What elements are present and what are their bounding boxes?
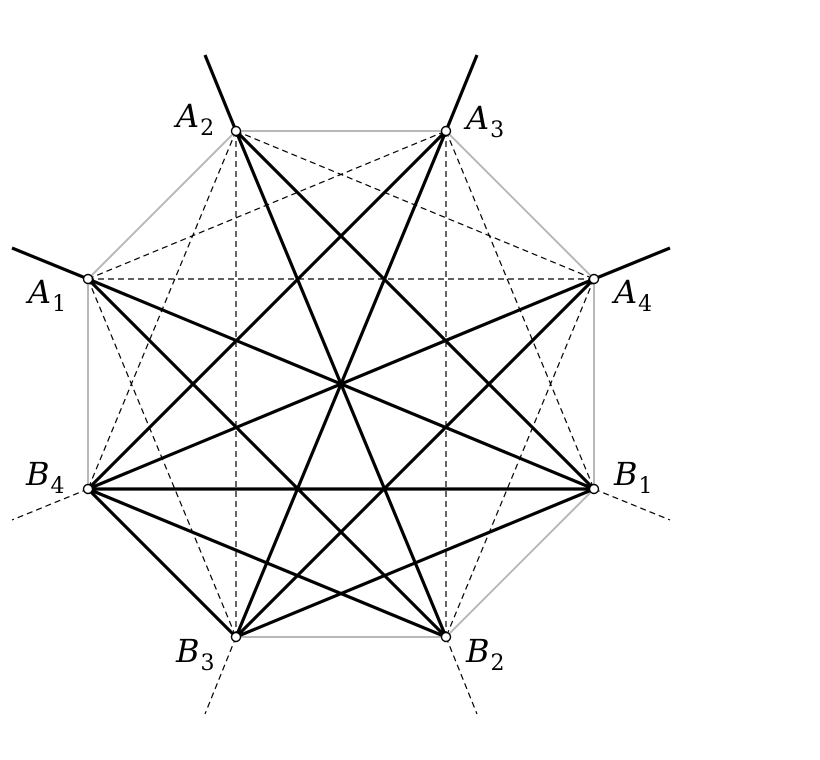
- vertex-label-letter: A: [611, 273, 637, 311]
- dashed-ray-b2: [445, 636, 478, 715]
- vertex-label-letter: A: [25, 273, 51, 311]
- vertex-label-a1: A1: [25, 273, 66, 317]
- vertex-label-a4: A4: [611, 273, 652, 317]
- thick-ray-a1: [11, 246, 89, 281]
- thick-ray-a4: [593, 246, 671, 281]
- thick-line-a2-b1: [234, 129, 596, 491]
- vertex-label-subscript: 4: [638, 292, 652, 317]
- vertex-label-subscript: 3: [201, 651, 215, 676]
- dashed-ray-b4: [11, 488, 89, 521]
- thick-line-b3-b4: [86, 487, 238, 639]
- vertex-label-letter: B: [175, 632, 200, 670]
- dashed-ray-b1: [593, 488, 671, 521]
- thick-ray-a2: [203, 54, 238, 132]
- vertex-label-subscript: 3: [490, 118, 504, 143]
- vertex-label-b1: B1: [613, 455, 653, 499]
- vertex-marker-a2: [230, 125, 242, 137]
- thick-line-b1-b3: [234, 487, 596, 639]
- thick-lines-layer: [11, 54, 671, 639]
- vertex-label-letter: B: [613, 455, 638, 493]
- thick-line-b2-b4: [86, 487, 448, 639]
- thick-ray-a3: [444, 54, 479, 132]
- vertex-label-subscript: 1: [52, 292, 66, 317]
- thick-line-a4-b4: [86, 277, 596, 491]
- vertex-label-subscript: 2: [200, 116, 214, 141]
- vertex-label-b2: B2: [465, 632, 505, 676]
- thick-line-a4-b3: [234, 277, 596, 639]
- vertex-label-letter: A: [463, 99, 489, 137]
- vertex-label-subscript: 1: [639, 474, 653, 499]
- thick-line-a1-b2: [86, 277, 448, 639]
- vertex-marker-a3: [440, 125, 452, 137]
- vertex-label-subscript: 4: [51, 474, 65, 499]
- vertex-label-a2: A2: [173, 97, 214, 141]
- dashed-ray-b3: [204, 636, 237, 715]
- vertex-marker-b3: [230, 631, 242, 643]
- vertex-label-b3: B3: [175, 632, 215, 676]
- vertex-markers-layer: [82, 125, 600, 643]
- vertex-label-letter: B: [25, 455, 50, 493]
- vertex-label-b4: B4: [25, 455, 65, 499]
- vertex-label-a3: A3: [463, 99, 504, 143]
- thick-line-a3-b4: [86, 129, 448, 491]
- vertex-marker-a1: [82, 273, 94, 285]
- vertex-marker-b2: [440, 631, 452, 643]
- vertex-label-letter: A: [173, 97, 199, 135]
- vertex-label-letter: B: [465, 632, 490, 670]
- vertex-marker-a4: [588, 273, 600, 285]
- vertex-marker-b4: [82, 483, 94, 495]
- vertex-marker-b1: [588, 483, 600, 495]
- vertex-label-subscript: 2: [491, 651, 505, 676]
